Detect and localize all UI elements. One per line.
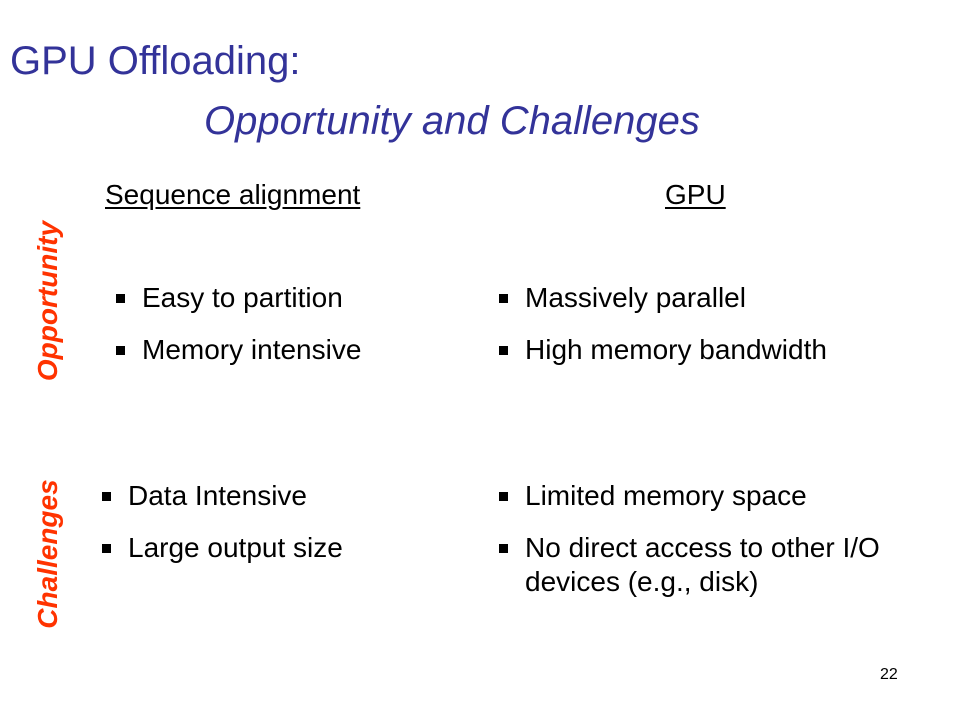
list-item-text: High memory bandwidth (525, 334, 827, 365)
list-item-text: Massively parallel (525, 282, 746, 313)
side-label-challenges: Challenges (32, 479, 63, 629)
list-item-text: Limited memory space (525, 480, 807, 511)
square-bullet-icon (116, 294, 125, 303)
list-item: Data Intensive (100, 479, 343, 513)
square-bullet-icon (499, 544, 508, 553)
square-bullet-icon (102, 544, 111, 553)
slide-title-line2: Opportunity and Challenges (204, 99, 700, 143)
page-number: 22 (880, 666, 898, 683)
opportunity-right-list: Massively parallel High memory bandwidth (497, 281, 827, 385)
list-item: Easy to partition (114, 281, 361, 315)
list-item-text: Large output size (128, 532, 343, 563)
side-label-opportunity: Opportunity (32, 220, 63, 382)
list-item: Limited memory space (497, 479, 917, 513)
square-bullet-icon (499, 492, 508, 501)
square-bullet-icon (499, 346, 508, 355)
challenges-left-list: Data Intensive Large output size (100, 479, 343, 583)
list-item-text: Memory intensive (142, 334, 362, 365)
list-item: Large output size (100, 531, 343, 565)
column-header-sequence-alignment: Sequence alignment (105, 179, 361, 210)
challenges-right-list: Limited memory space No direct access to… (497, 479, 917, 599)
list-item: High memory bandwidth (497, 333, 827, 367)
list-item-text: Data Intensive (128, 480, 307, 511)
column-header-gpu: GPU (665, 179, 726, 210)
square-bullet-icon (116, 346, 125, 355)
square-bullet-icon (499, 294, 508, 303)
list-item-text: Easy to partition (142, 282, 343, 313)
list-item-text: No direct access to other I/O devices (e… (525, 532, 880, 597)
opportunity-left-list: Easy to partition Memory intensive (114, 281, 361, 385)
list-item: Memory intensive (114, 333, 361, 367)
square-bullet-icon (102, 492, 111, 501)
list-item: Massively parallel (497, 281, 827, 315)
list-item: No direct access to other I/O devices (e… (497, 531, 917, 599)
slide-title-line1: GPU Offloading: (10, 39, 301, 83)
